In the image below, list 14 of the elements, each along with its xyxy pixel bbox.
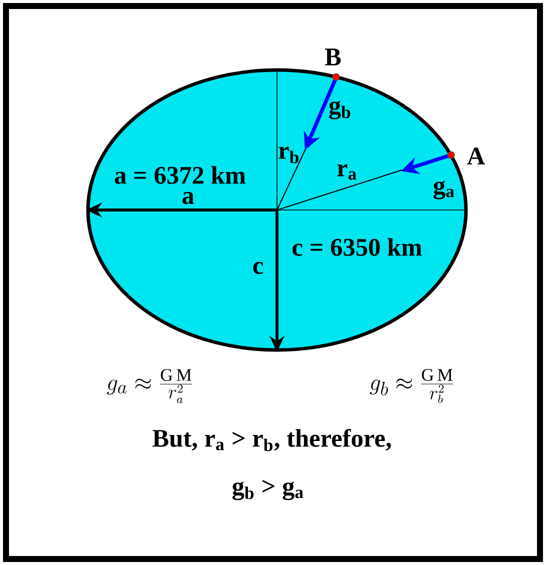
dimension-label: c	[253, 262, 263, 274]
radius-label: r$_{a}$	[337, 164, 356, 180]
radius-label: r$_{b}$	[278, 146, 298, 164]
conclusion-text: But, r$_{a}$ > r$_{b}$, therefore,	[152, 428, 391, 452]
force-label: g$_{b}$	[329, 100, 350, 120]
formula: $g_{a} \approx \frac{\mathrm{G\,M}}{r_{a}^{2}}$	[106, 369, 192, 404]
dimension-label: a = 6372 km	[114, 166, 246, 184]
formula: $g_{b} \approx \frac{\mathrm{G\,M}}{r_{b}^{2}}$	[370, 369, 453, 404]
conclusion-text: g$_{b}$ > g$_{a}$	[232, 480, 304, 500]
dimension-label: c = 6350 km	[292, 238, 422, 256]
point-label: A	[467, 148, 485, 164]
force-label: g$_{a}$	[434, 180, 454, 200]
dimension-label: a	[182, 192, 194, 204]
point-label: B	[324, 48, 341, 66]
